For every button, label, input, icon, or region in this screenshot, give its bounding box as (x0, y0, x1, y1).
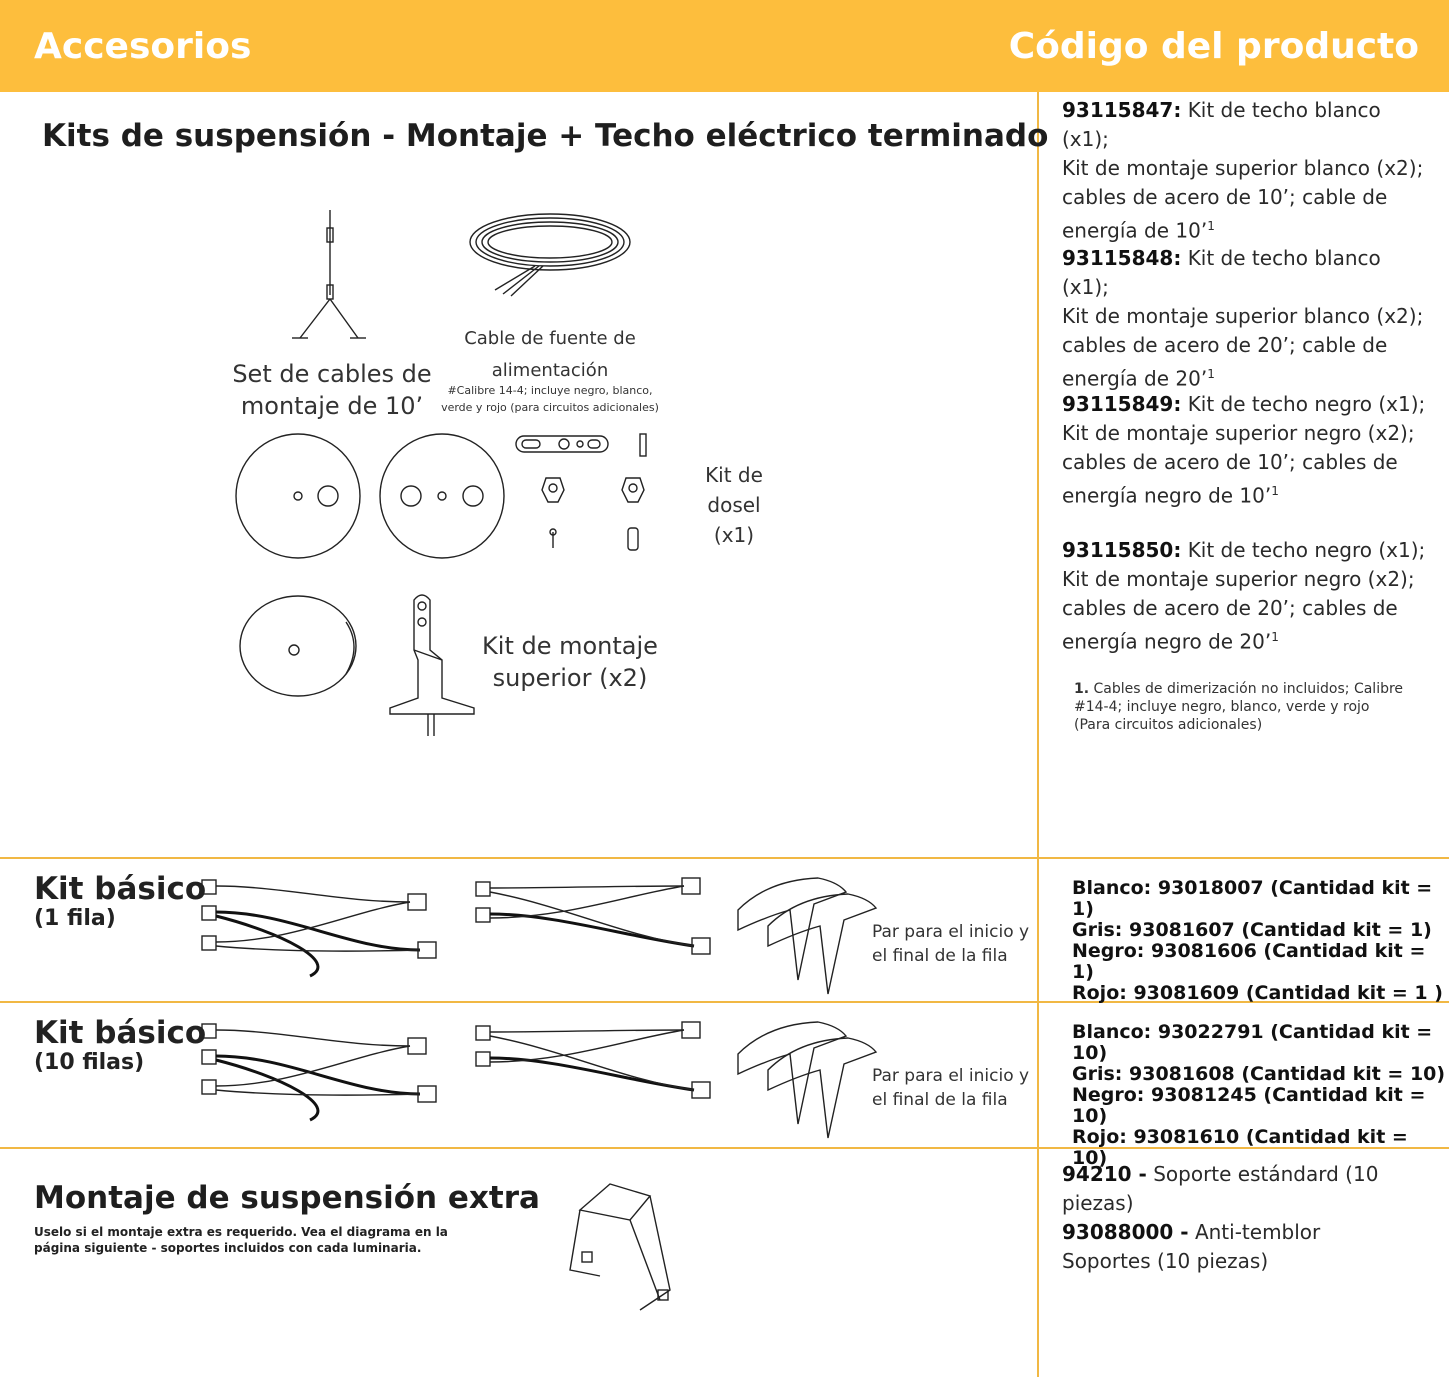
kit10-end-clips-drawing (737, 1021, 878, 1139)
kit1-harness-drawing (201, 879, 437, 978)
suspension-title: Kits de suspensión - Montaje + Techo elé… (42, 118, 1049, 154)
code-93115849: 93115849: Kit de techo negro (x1); Kit d… (1062, 392, 1426, 508)
extra-note: Uselo si el montaje extra es requerido. … (34, 1225, 448, 1255)
kit1-connector-drawing (475, 877, 711, 955)
extra-title: Montaje de suspensión extra (34, 1180, 540, 1216)
row-divider-3 (0, 1147, 1449, 1149)
code-93115850: 93115850: Kit de techo negro (x1); Kit d… (1062, 538, 1426, 654)
canopy-plate-drawing-2 (379, 433, 505, 559)
kit10-pair-label: Par para el inicio y el final de la fila (872, 1066, 1030, 1110)
extra-bracket-drawing (569, 1183, 671, 1311)
row-divider-1 (0, 857, 1449, 859)
kit10-codes: Blanco: 93022791 (Cantidad kit = 10) Gri… (1072, 1021, 1446, 1169)
kit1-codes: Blanco: 93018007 (Cantidad kit = 1) Gris… (1072, 877, 1443, 1004)
column-divider (1037, 92, 1039, 1377)
kit10-connector-drawing (475, 1021, 711, 1099)
canopy-kit-label: Kit de dosel (x1) (705, 463, 763, 547)
kit1-heading: Kit básico (1 fila) (34, 871, 207, 931)
kit10-harness-drawing (201, 1023, 437, 1122)
footnote: 1. Cables de dimerización no incluidos; … (1074, 681, 1404, 733)
cable-set-label: Set de cables de montaje de 10’ (232, 360, 432, 420)
top-mount-label: Kit de montaje superior (x2) (482, 632, 658, 692)
canopy-cup-drawing (239, 595, 357, 697)
power-cable-label: Cable de fuente de alimentación (464, 328, 636, 381)
code-93115848: 93115848: Kit de techo blanco (x1); Kit … (1062, 246, 1424, 391)
power-cable-drawing (469, 213, 631, 297)
row-divider-2 (0, 1001, 1449, 1003)
kit1-pair-label: Par para el inicio y el final de la fila (872, 922, 1030, 966)
header-product-code: Código del producto (1008, 26, 1419, 67)
canopy-hardware-drawing (515, 433, 647, 551)
cable-set-drawing (292, 210, 366, 339)
header-accessories: Accesorios (34, 26, 252, 67)
canopy-plate-drawing (235, 433, 361, 559)
power-cable-note: #Calibre 14-4; incluye negro, blanco, ve… (441, 384, 659, 414)
top-mount-drawing (389, 594, 475, 736)
header-bar: Accesorios Código del producto (0, 0, 1449, 92)
extra-codes: 94210 - Soporte estándard (10 piezas) 93… (1062, 1162, 1379, 1273)
kit10-heading: Kit básico (10 filas) (34, 1015, 207, 1075)
kit1-end-clips-drawing (737, 877, 878, 995)
code-93115847: 93115847: Kit de techo blanco (x1); Kit … (1062, 98, 1424, 243)
